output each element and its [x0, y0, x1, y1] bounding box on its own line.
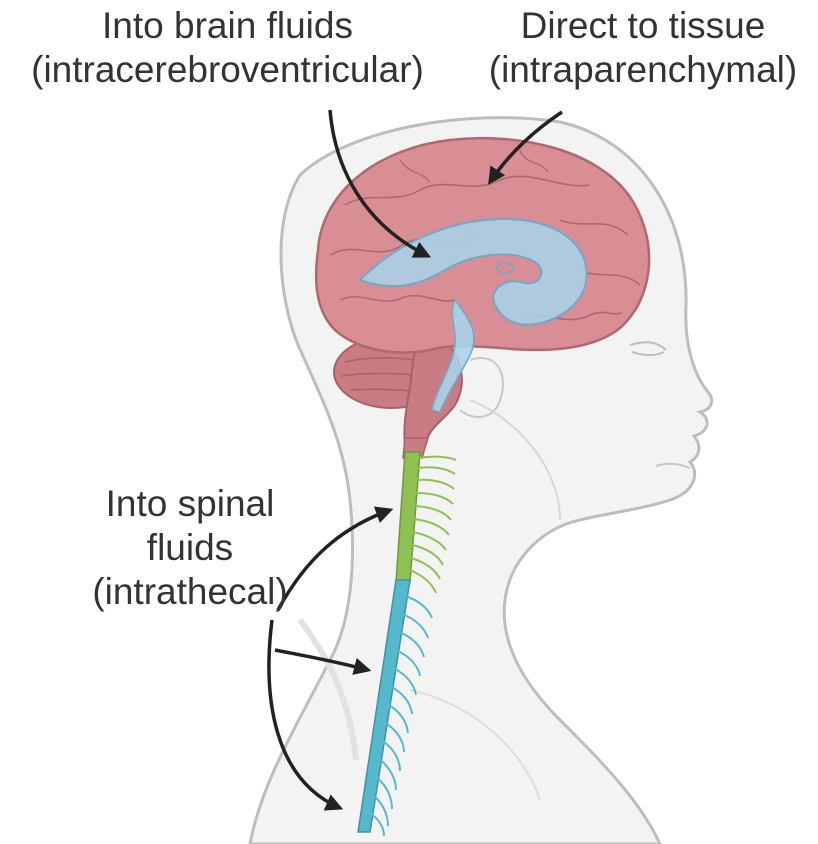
label-spinal-fluids-line2: fluids [78, 526, 302, 570]
label-spinal-fluids-line3: (intrathecal) [78, 570, 302, 614]
label-direct-to-tissue-line2: (intraparenchymal) [478, 48, 808, 92]
label-direct-to-tissue-line1: Direct to tissue [478, 4, 808, 48]
label-spinal-fluids-line1: Into spinal [78, 482, 302, 526]
label-direct-to-tissue: Direct to tissue (intraparenchymal) [478, 4, 808, 92]
label-brain-fluids-line2: (intracerebroventricular) [20, 48, 435, 92]
label-brain-fluids-line1: Into brain fluids [20, 4, 435, 48]
label-brain-fluids: Into brain fluids (intracerebroventricul… [20, 4, 435, 92]
label-spinal-fluids: Into spinal fluids (intrathecal) [78, 482, 302, 614]
